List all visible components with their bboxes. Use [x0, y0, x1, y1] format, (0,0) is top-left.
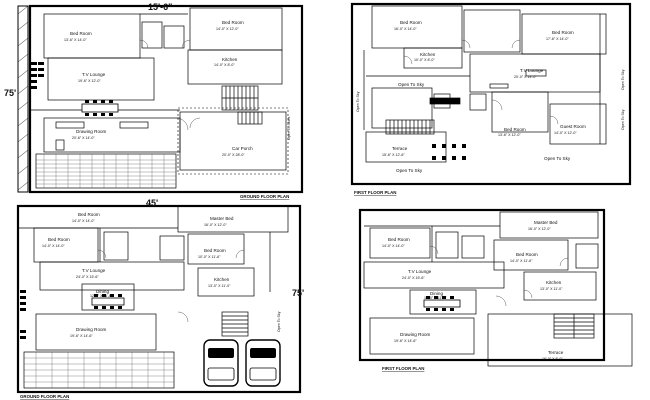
room-size: 14'-0" X 8'-0": [214, 63, 235, 67]
plan-caption: GROUND FLOOR PLAN: [20, 394, 69, 399]
open-to-sky-label: Open To Sky: [398, 82, 425, 87]
room-name: Bed Room: [504, 127, 526, 132]
room-size: 16'-0" X 12'-0": [528, 227, 551, 231]
room-name: Kitchen: [222, 57, 238, 62]
room-size: 20'-6" X 14'-0": [72, 136, 95, 140]
room-size: 14'-0" X 12'-0": [216, 27, 239, 31]
outer-wall: [28, 4, 304, 194]
room-name: Bed Room: [516, 252, 538, 257]
open-to-sky-label: Open To Sky: [277, 311, 281, 332]
room-size: 10'-0" X 11'-6": [198, 255, 221, 259]
room-size: 13'-0" X 11'-0": [208, 284, 231, 288]
terrace-pillars: [432, 144, 466, 160]
lounge-furniture: [429, 69, 547, 105]
planters: [20, 290, 26, 339]
dimension-top: 15'-6": [148, 2, 172, 12]
room-size: 15'-6" X 12'-6": [382, 153, 405, 157]
room-size: 20'-0" X 28'-0": [222, 153, 245, 157]
open-to-sky-label: Open To Skies: [287, 116, 291, 140]
room-name: Drawing Room: [400, 332, 431, 337]
planters: [30, 62, 44, 89]
dining-table: [91, 294, 125, 309]
room-name: Master Bed: [210, 216, 234, 221]
room-size: 17'-6" X 14'-0": [546, 37, 569, 41]
staircase: [221, 311, 249, 337]
room-size: 19'-6" X 12'-0": [78, 79, 101, 83]
plan-caption: FIRST FLOOR PLAN: [354, 190, 396, 195]
open-to-sky-label: Open To Sky: [396, 168, 423, 173]
room-size: 16'-0" X 12'-0": [204, 223, 227, 227]
open-to-sky-label: Open To Sky: [621, 109, 625, 130]
room-name: Dining: [96, 289, 109, 294]
plan-caption: GROUND FLOOR PLAN: [240, 194, 289, 199]
room-name: Kitchen: [214, 277, 230, 282]
room-size: 19'-6" X 14'-6": [70, 334, 93, 338]
room-name: Kitchen: [420, 52, 436, 57]
room-name: Bed Room: [388, 237, 410, 242]
drawing-room-sofas: [55, 121, 149, 151]
room-size: 13'-6" X 12'-0": [498, 133, 521, 137]
room-name: Master Bed: [534, 220, 558, 225]
lawn: [35, 153, 177, 189]
room-name: Bed Room: [78, 212, 100, 217]
outer-wall: [350, 2, 632, 186]
room-name: T.V Lounge: [82, 268, 106, 273]
dimension-top: 45': [146, 198, 158, 208]
room-size: 16'-0" X 14'-0": [394, 27, 417, 31]
open-to-sky-label: Open To Sky: [544, 156, 571, 161]
lawn: [23, 351, 175, 389]
room-name: Bed Room: [222, 20, 244, 25]
open-to-sky-label: Open To Sky: [356, 91, 360, 112]
room-size: 14'-0" X 14'-0": [382, 244, 405, 248]
plan-ground-floor-top: 15'-6" 75' Bed Room 13'-6" X 14'-0" Bed …: [4, 2, 304, 199]
staircase: [221, 85, 263, 125]
room-name: Car Porch: [232, 146, 253, 151]
plan-caption: FIRST FLOOR PLAN: [382, 366, 424, 371]
room-name: Terrace: [548, 350, 564, 355]
outer-wall: [358, 208, 606, 362]
room-size: 24'-0" X 15'-6": [402, 276, 425, 280]
room-name: Drawing Room: [76, 129, 107, 134]
room-size: 12'-0" X 11'-6": [90, 294, 113, 298]
room-size: 20'-0" X 14'-0": [514, 75, 537, 79]
dining-table: [423, 296, 461, 311]
room-size: 16'-0" X 8'-0": [542, 357, 563, 361]
room-name: T.V Lounge: [408, 269, 432, 274]
boundary-wall-strip: [17, 5, 29, 193]
room-size: 14'-0" X 14'-0": [42, 244, 65, 248]
dimension-side: 75': [4, 88, 16, 98]
room-name: Terrace: [392, 146, 408, 151]
plan-first-floor-top: Bed Room 16'-0" X 14'-0" Bed Room 17'-6"…: [350, 2, 632, 195]
dining-table: [81, 100, 119, 116]
room-name: Bed Room: [204, 248, 226, 253]
room-name: Dining: [430, 291, 443, 296]
outer-wall: [16, 204, 302, 394]
staircase: [385, 119, 435, 135]
plan-ground-floor-bottom: 45' 75' Bed Room 14'-0" X 14'-0" Master …: [16, 198, 304, 399]
room-name: T.V Lounge: [520, 68, 544, 73]
room-size: 10'-0" X 8'-0": [414, 58, 435, 62]
room-name: Guest Room: [560, 124, 586, 129]
room-name: Drawing Room: [76, 327, 107, 332]
room-name: Bed Room: [552, 30, 574, 35]
dimension-side: 75': [292, 288, 304, 298]
open-to-sky-label: Open To Sky: [621, 69, 625, 90]
room-size: 13'-0" X 11'-0": [540, 287, 563, 291]
room-name: Bed Room: [400, 20, 422, 25]
room-size: 14'-0" X 12'-0": [554, 131, 577, 135]
room-name: Bed Room: [70, 31, 92, 36]
room-size: 12'-0" X 11'-0": [424, 296, 447, 300]
plan-first-floor-bottom: Master Bed 16'-0" X 12'-0" Bed Room 14'-…: [358, 208, 633, 371]
room-name: Kitchen: [546, 280, 562, 285]
room-size: 24'-0" X 15'-6": [76, 275, 99, 279]
room-name: Bed Room: [48, 237, 70, 242]
room-name: T.V Lounge: [82, 72, 106, 77]
room-size: 14'-0" X 11'-6": [510, 259, 533, 263]
room-size: 19'-6" X 14'-6": [394, 339, 417, 343]
room-size: 13'-6" X 14'-0": [64, 38, 87, 42]
room-size: 14'-0" X 14'-0": [72, 219, 95, 223]
parked-cars: [203, 339, 281, 387]
staircase: [553, 313, 595, 339]
